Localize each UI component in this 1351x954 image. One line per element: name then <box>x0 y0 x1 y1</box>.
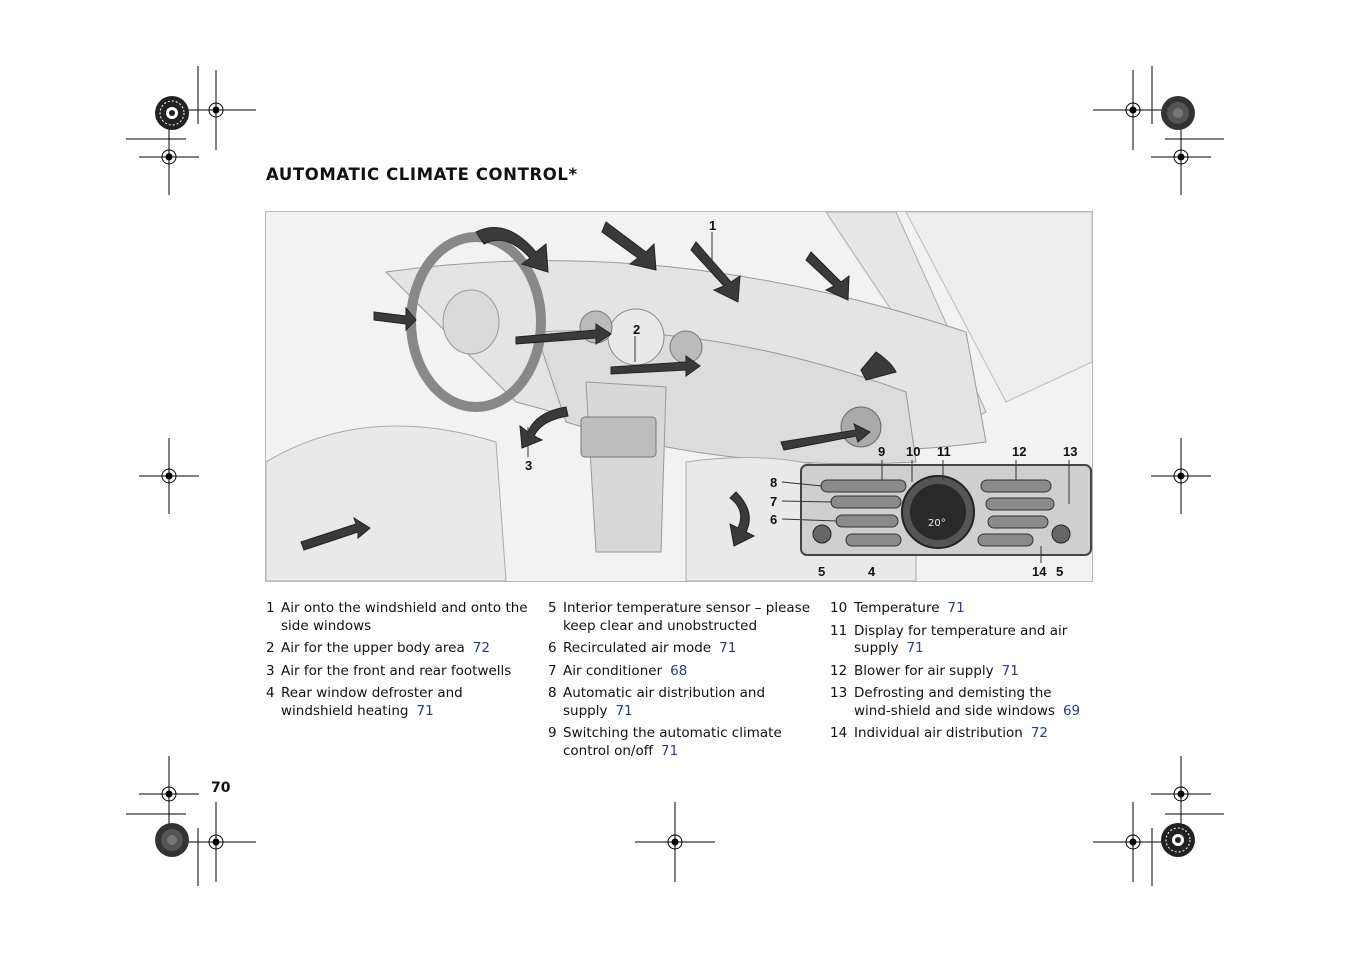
page-reference-link[interactable]: 71 <box>1001 662 1019 679</box>
svg-text:6: 6 <box>770 512 777 527</box>
svg-text:3: 3 <box>525 458 532 473</box>
page-reference-link[interactable]: 71 <box>947 600 965 616</box>
dashboard-illustration: 20° 1 2 3 4 5 5 6 7 8 9 10 11 12 13 14 <box>265 211 1093 582</box>
page-reference-link[interactable]: 72 <box>1030 725 1049 741</box>
page-reference-link[interactable]: 71 <box>661 742 679 759</box>
page-reference-link[interactable]: 69 <box>1062 702 1081 719</box>
page-number: 70 <box>211 780 231 796</box>
page-reference-link[interactable]: 71 <box>615 702 633 719</box>
svg-text:13: 13 <box>1063 444 1077 459</box>
svg-text:2: 2 <box>633 322 640 337</box>
page-reference-link[interactable]: 72 <box>472 640 490 656</box>
svg-text:12: 12 <box>1012 444 1026 459</box>
svg-text:10: 10 <box>906 444 920 459</box>
dashboard-drawing: 20° 1 2 3 4 5 5 6 7 8 9 10 11 12 13 14 <box>266 212 1092 581</box>
svg-text:5: 5 <box>1056 564 1063 579</box>
svg-text:5: 5 <box>818 564 825 579</box>
svg-text:7: 7 <box>770 494 777 509</box>
page-reference-link[interactable]: 71 <box>719 640 737 656</box>
svg-text:14: 14 <box>1032 564 1047 579</box>
svg-text:11: 11 <box>937 444 951 459</box>
page-reference-link[interactable]: 68 <box>670 662 688 679</box>
page-title: AUTOMATIC CLIMATE CONTROL* <box>266 165 578 184</box>
svg-text:4: 4 <box>868 564 876 579</box>
svg-text:8: 8 <box>770 475 777 490</box>
page-reference-link[interactable]: 71 <box>906 640 924 656</box>
page-reference-link[interactable]: 71 <box>416 702 434 719</box>
svg-text:9: 9 <box>878 444 885 459</box>
panel-display: 20° <box>928 518 946 529</box>
svg-text:1: 1 <box>709 218 716 233</box>
